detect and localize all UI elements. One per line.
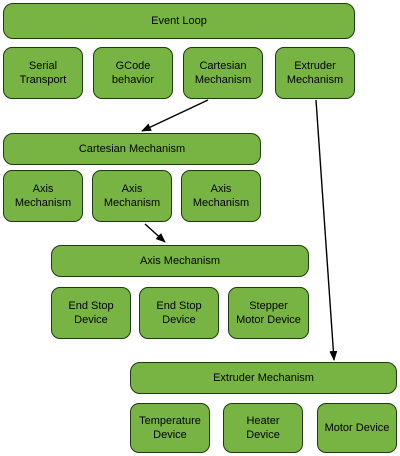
motor-device-box: Motor Device	[317, 403, 397, 453]
extruder-mechanism-small-box: Extruder Mechanism	[275, 47, 355, 99]
axis-mechanism-2-box: Axis Mechanism	[92, 170, 172, 222]
axis-mechanism-3-box: Axis Mechanism	[181, 170, 261, 222]
gcode-behavior-box: GCode behavior	[93, 47, 173, 99]
extruder-mechanism-box: Extruder Mechanism	[130, 362, 397, 394]
end-stop-device-1-box: End Stop Device	[51, 287, 131, 339]
axis-mechanism-box: Axis Mechanism	[51, 245, 309, 277]
cartesian-mechanism-small-box: Cartesian Mechanism	[183, 47, 263, 99]
arrow-cartesian-expand	[141, 99, 209, 132]
serial-transport-box: Serial Transport	[3, 47, 83, 99]
heater-device-box: Heater Device	[223, 403, 303, 453]
temperature-device-box: Temperature Device	[130, 403, 210, 453]
stepper-motor-device-box: Stepper Motor Device	[228, 287, 309, 339]
arrow-axis-expand	[144, 223, 166, 243]
axis-mechanism-1-box: Axis Mechanism	[3, 170, 83, 222]
cartesian-mechanism-box: Cartesian Mechanism	[3, 133, 261, 165]
arrow-extruder-expand	[315, 99, 338, 361]
end-stop-device-2-box: End Stop Device	[139, 287, 219, 339]
event-loop-box: Event Loop	[3, 3, 355, 39]
